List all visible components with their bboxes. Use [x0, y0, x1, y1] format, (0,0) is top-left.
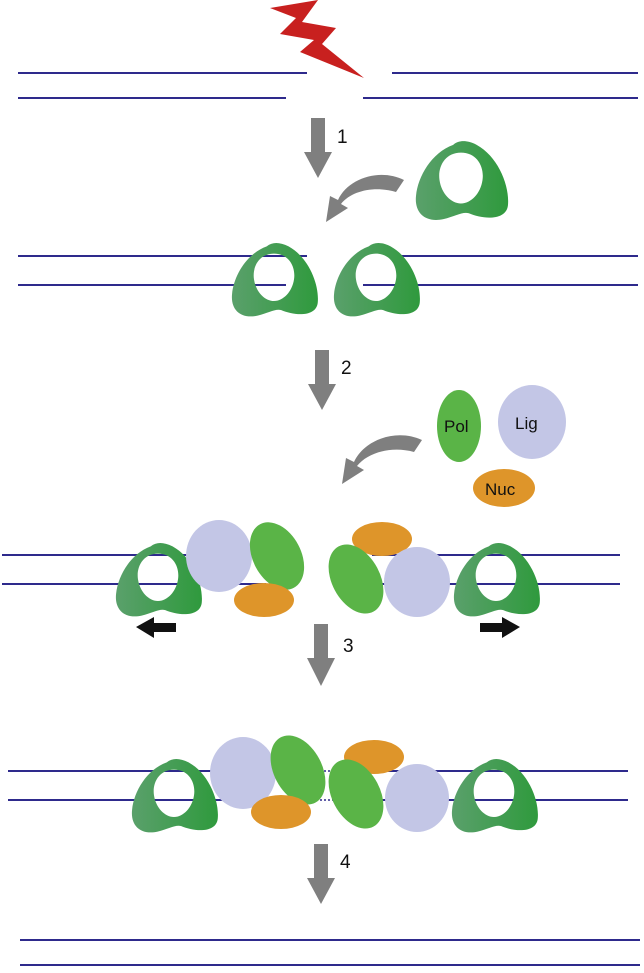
lig-protein [384, 547, 450, 617]
pol-protein [437, 390, 481, 462]
ku-ring-free [415, 141, 509, 221]
ku-ring [453, 542, 540, 617]
right-arrow-icon [480, 617, 520, 638]
ku-ring [131, 758, 218, 833]
step-number: 2 [341, 358, 352, 379]
down-arrow-icon [307, 624, 335, 686]
nuc-protein [473, 469, 535, 507]
dna-broken [18, 72, 638, 99]
nuc-label: Nuc [485, 480, 516, 499]
down-arrow-icon [308, 350, 336, 410]
nuc-protein [352, 522, 412, 556]
free-proteins: Pol Lig Nuc [437, 385, 566, 507]
complex-left [115, 520, 305, 617]
lightning-bolt-icon [270, 0, 364, 78]
lig-protein [498, 385, 566, 459]
pol-protein [328, 544, 384, 614]
nuc-protein [251, 795, 311, 829]
nuc-protein [234, 583, 294, 617]
pol-protein [249, 522, 305, 590]
lig-protein [186, 520, 252, 592]
dna-ku-bound [18, 255, 638, 286]
curved-arrow-icon [326, 174, 404, 222]
step-number: 4 [340, 852, 351, 873]
ku-ring-right [333, 242, 420, 317]
pol-protein [270, 735, 326, 805]
down-arrow-icon [304, 118, 332, 178]
curved-arrow-icon [342, 435, 422, 484]
left-arrow-icon [136, 617, 176, 638]
pol-label: Pol [444, 417, 469, 436]
ku-ring [451, 758, 538, 833]
dna-repaired [20, 939, 640, 966]
step-number: 1 [337, 127, 348, 148]
ku-ring-left [231, 242, 318, 317]
pol-protein [328, 759, 384, 829]
step-number: 3 [343, 636, 354, 657]
repair-complex [131, 735, 538, 833]
down-arrow-icon [307, 844, 335, 904]
lig-protein [210, 737, 276, 809]
lig-label: Lig [515, 414, 538, 433]
lig-protein [385, 764, 449, 832]
complex-right [328, 522, 540, 617]
